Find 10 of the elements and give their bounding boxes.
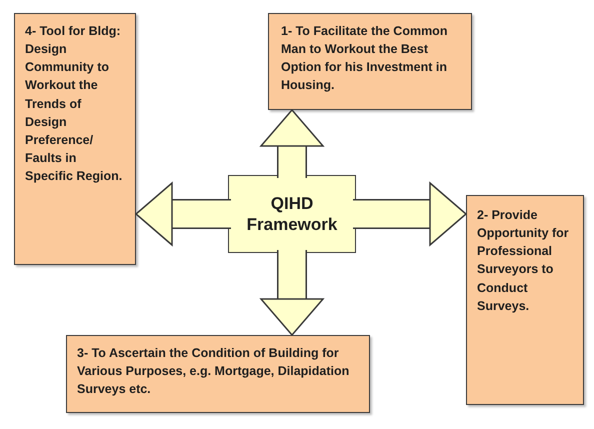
- goal-box: [66, 335, 370, 413]
- goal-text: 3- To Ascertain the Condition of Building for Various Purposes, e.g. Mortgage, Dilapidation Surveys etc.: [77, 346, 350, 396]
- goal-box: [268, 13, 472, 110]
- goal-text: 4- Tool for Bldg: Design Community to Workout the Trends of Design Preference/ Faults in Specific Region.: [25, 24, 122, 183]
- hub-label: QIHD Framework: [246, 192, 338, 236]
- goal-text: 1- To Facilitate the Common Man to Workout the Best Option for his Investment in Housing.: [281, 24, 448, 92]
- goal-box: [466, 195, 584, 405]
- framework-hub: [228, 175, 356, 253]
- goal-box: [14, 13, 136, 265]
- goal-text: 2- Provide Opportunity for Professional Surveyors to Conduct Surveys.: [477, 208, 569, 313]
